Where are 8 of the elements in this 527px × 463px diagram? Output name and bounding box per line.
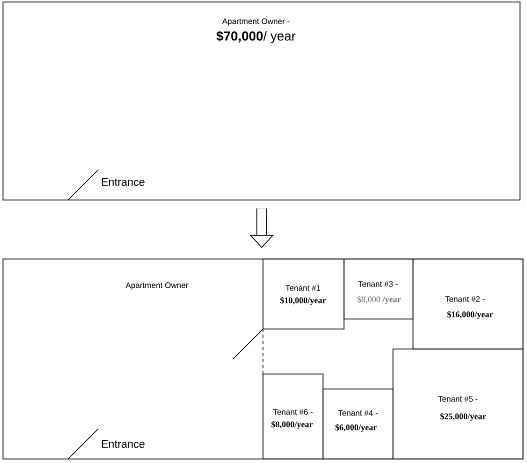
entrance-label: Entrance	[102, 440, 145, 448]
room-box: Tenant #1 $10,000/year	[262, 258, 344, 330]
room-box: Tenant #3 - $8,000 /year	[344, 258, 414, 320]
room-box: Tenant #6 - $8,000/year	[262, 374, 324, 460]
room-box: Tenant #2 - $16,000/year	[412, 258, 524, 350]
entrance-label: Entrance	[102, 178, 145, 186]
room-box: Tenant #4 - $6,000/year	[322, 388, 394, 460]
room-box: Tenant #5 - $25,000/year	[392, 348, 524, 460]
